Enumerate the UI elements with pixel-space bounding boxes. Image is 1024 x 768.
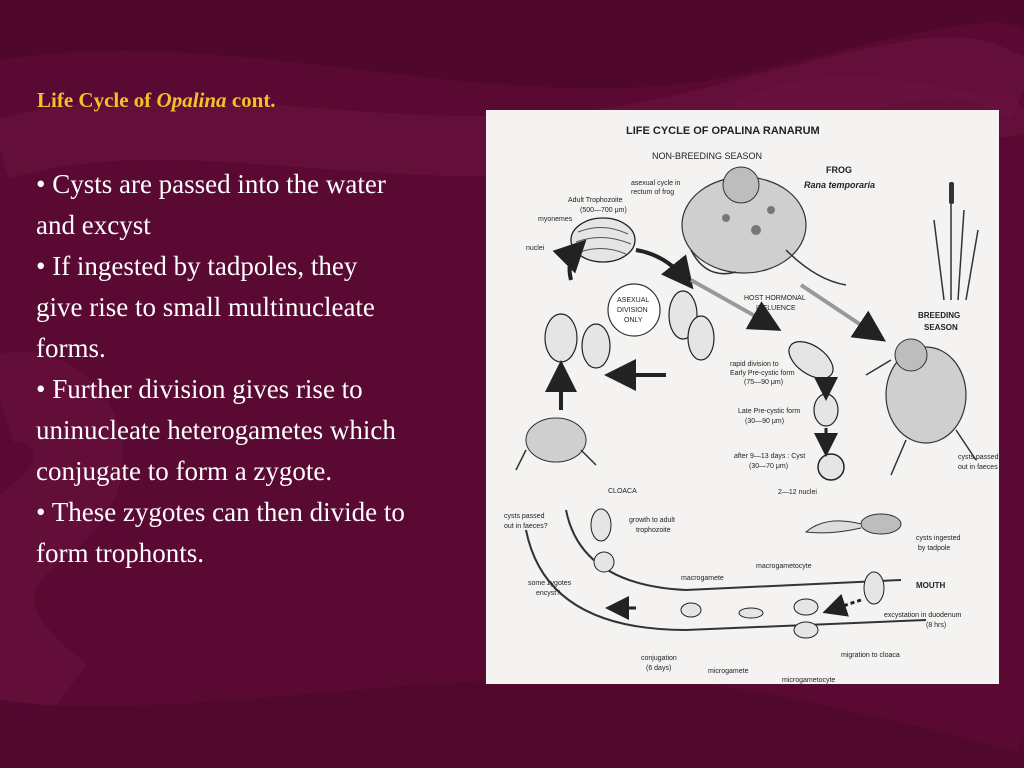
late-size-label: (30—90 μm): [745, 418, 784, 425]
tadpole-illustration: [804, 513, 902, 535]
only-label: ONLY: [624, 317, 643, 324]
some-zygotes-label: some zygotes: [528, 580, 572, 587]
microgametocyte-label: microgametocyte: [782, 677, 835, 684]
dividing-cell: [687, 315, 715, 361]
intestine-tube: [525, 529, 927, 632]
myonemes-label: myonemes: [538, 216, 573, 223]
asexual-division-badge: [607, 283, 661, 337]
early-precystic-cell: [788, 341, 834, 379]
early-size-label: (75—90 μm): [744, 379, 783, 386]
cyst-size-label: (30—70 μm): [749, 463, 788, 470]
asexual-cycle-label: asexual cycle in: [631, 180, 681, 187]
frog-label: FROG: [826, 165, 852, 175]
asexual-label: ASEXUAL: [617, 297, 649, 304]
mouth-label: MOUTH: [916, 581, 946, 590]
host-hormonal-label: HOST HORMONAL: [744, 295, 806, 302]
season-label: SEASON: [924, 323, 958, 332]
frog-species-label: Rana temporaria: [804, 180, 875, 190]
bullet-item: • If ingested by tadpoles, they give ris…: [36, 251, 375, 363]
macrogamete-label: macrogamete: [681, 575, 724, 582]
dividing-cell: [581, 323, 611, 369]
nuclei-label: nuclei: [526, 245, 545, 252]
tube-cells: [590, 508, 885, 639]
bullet-item: • These zygotes can then divide to form …: [36, 497, 405, 568]
bullet-list: • Cysts are passed into the water and ex…: [36, 164, 406, 574]
adult-trophozoite-label: Adult Trophozoite: [568, 197, 623, 204]
cysts-ingested-label: cysts ingested: [916, 535, 960, 542]
division-label: DIVISION: [617, 307, 648, 314]
macrogametocyte-label: macrogametocyte: [756, 563, 812, 570]
cysts-ingested-label-2: by tadpole: [918, 545, 950, 552]
late-precystic-label: Late Pre-cystic form: [738, 408, 800, 415]
bullet-item: • Cysts are passed into the water and ex…: [36, 169, 386, 240]
cysts-passed-left-label-2: out in faeces?: [504, 523, 548, 530]
cysts-passed-left-label: cysts passed: [504, 513, 545, 520]
cyst-days-label: after 9—13 days : Cyst: [734, 453, 805, 460]
conjugation-label: conjugation: [641, 655, 677, 662]
cloaca-label: CLOACA: [608, 488, 637, 495]
rectum-label: rectum of frog: [631, 189, 674, 196]
breeding-frog-illustration: [865, 338, 977, 476]
cyst-cell: [817, 453, 845, 481]
life-cycle-diagram: LIFE CYCLE OF OPALINA RANARUM NON-BREEDI…: [486, 110, 999, 684]
cysts-passed-right-label-2: out in faeces: [958, 464, 998, 471]
diagram-title: LIFE CYCLE OF OPALINA RANARUM: [626, 125, 820, 137]
excystation-label: excystation in duodenum: [884, 612, 962, 619]
small-frog-illustration: [515, 417, 597, 471]
frog-illustration: [681, 166, 847, 286]
dividing-cell: [544, 313, 578, 363]
early-precystic-label: Early Pre-cystic form: [730, 370, 795, 377]
reeds-illustration: [933, 182, 979, 301]
slide-title: Life Cycle of Opalina cont.: [37, 88, 276, 112]
breeding-label: BREEDING: [918, 311, 960, 320]
bullet-item: • Further division gives rise to uninucl…: [36, 374, 396, 486]
trophozoite-label: trophozoite: [636, 527, 671, 534]
migration-label: migration to cloaca: [841, 652, 900, 659]
growth-label: growth to adult: [629, 517, 675, 524]
rapid-division-label: rapid division to: [730, 361, 779, 368]
cysts-passed-right-label: cysts passed: [958, 454, 999, 461]
season-nonbreeding-label: NON-BREEDING SEASON: [652, 151, 762, 161]
microgamete-label: microgamete: [708, 668, 749, 675]
late-precystic-cell: [813, 393, 839, 427]
adult-size-label: (500—700 μm): [580, 207, 627, 214]
excystation-hours-label: (8 hrs): [926, 622, 946, 629]
nuclei-count-label: 2—12 nuclei: [778, 489, 817, 496]
conjugation-days-label: (6 days): [646, 665, 671, 672]
encyst-label: encyst?: [536, 590, 560, 597]
influence-label: INFLUENCE: [756, 305, 796, 312]
